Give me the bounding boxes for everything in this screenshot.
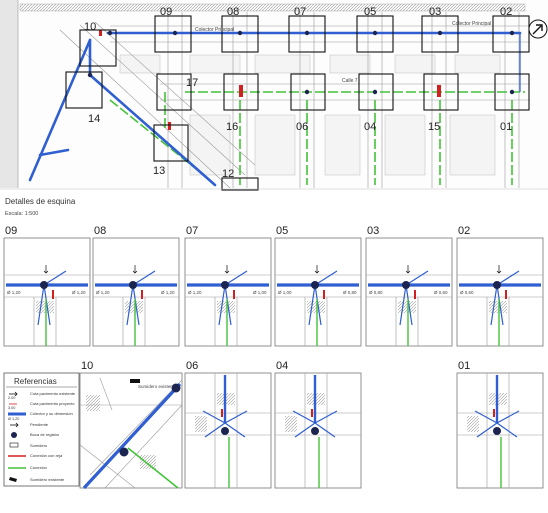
label-17: 17 bbox=[186, 77, 198, 89]
legend-item-5: Boca de registro bbox=[30, 432, 60, 437]
detail-07: 07 Ø 1,20 Ø 1,00 bbox=[184, 225, 272, 347]
detail-row-1: 09 Ø 1,20 Ø 1,20 08 Ø 1,20 Ø 1,20 07 Ø 1,20 Ø 1,… bbox=[3, 225, 544, 347]
label-14: 14 bbox=[88, 113, 100, 125]
legend: Referencias 2.00 3.00 Ø 1,20 Cota pavime… bbox=[3, 372, 80, 487]
detail-05: 05 Ø 1,00 Ø 0,80 bbox=[274, 225, 362, 347]
detail-07-diameter-left: Ø 1,20 bbox=[188, 290, 202, 295]
legend-manhole-icon bbox=[11, 432, 17, 438]
legend-existing-drain-icon bbox=[9, 477, 17, 482]
detail-09-diameter-right: Ø 1,20 bbox=[72, 290, 86, 295]
label-02: 02 bbox=[500, 6, 512, 18]
label-08: 08 bbox=[227, 6, 239, 18]
callout-14 bbox=[65, 71, 103, 109]
label-04: 04 bbox=[364, 121, 376, 133]
detail-09-label: 09 bbox=[5, 225, 17, 237]
label-16: 16 bbox=[226, 121, 238, 133]
detail-03: 03 Ø 0,80 Ø 0,60 bbox=[365, 225, 453, 347]
legend-sample-2: 3.00 bbox=[8, 406, 15, 410]
legend-project-level-icon: 3.00 bbox=[8, 403, 17, 410]
label-09: 09 bbox=[160, 6, 172, 18]
label-05: 05 bbox=[364, 6, 376, 18]
detail-07-diameter-right: Ø 1,00 bbox=[253, 290, 267, 295]
street-mid: Calle 7 bbox=[342, 78, 358, 84]
detail-06-label: 06 bbox=[186, 360, 198, 372]
callout-04 bbox=[358, 73, 394, 111]
detail-08-diameter-left: Ø 1,20 bbox=[96, 290, 110, 295]
label-10: 10 bbox=[84, 21, 96, 33]
label-06: 06 bbox=[296, 121, 308, 133]
legend-sample-3: Ø 1,20 bbox=[8, 417, 19, 421]
section-scale: Escala: 1:500 bbox=[5, 211, 38, 217]
callout-08 bbox=[221, 15, 259, 53]
detail-08-label: 08 bbox=[94, 225, 106, 237]
callout-07 bbox=[288, 15, 326, 53]
callout-17 bbox=[156, 73, 192, 111]
detail-03-diameter-left: Ø 0,80 bbox=[369, 290, 383, 295]
street-top-right: Colector Principal bbox=[452, 21, 491, 27]
detail-row-2: 06 04 01 bbox=[184, 360, 544, 489]
detail-05-diameter-left: Ø 1,00 bbox=[278, 290, 292, 295]
legend-collector-icon: Ø 1,20 bbox=[8, 412, 26, 421]
callout-06 bbox=[290, 73, 326, 111]
callout-03 bbox=[421, 15, 459, 53]
callout-13 bbox=[153, 124, 189, 162]
detail-03-diameter-right: Ø 0,60 bbox=[434, 290, 448, 295]
section-title: Detalles de esquina bbox=[5, 197, 76, 206]
detail-10-note: Sumidero existente bbox=[138, 384, 177, 389]
callout-02 bbox=[492, 15, 530, 53]
detail-05-diameter-right: Ø 0,80 bbox=[343, 290, 357, 295]
detail-06: 06 bbox=[184, 360, 272, 489]
legend-item-7: Conexión con reja bbox=[30, 453, 63, 458]
detail-04-label: 04 bbox=[276, 360, 288, 372]
legend-item-4: Pendiente bbox=[30, 422, 49, 427]
legend-item-1: Cota pavimento existente bbox=[30, 391, 76, 396]
detail-10-label: 10 bbox=[81, 360, 93, 372]
legend-item-9: Sumidero existente bbox=[30, 477, 65, 482]
label-15: 15 bbox=[428, 121, 440, 133]
callout-12 bbox=[221, 177, 259, 191]
detail-01: 01 bbox=[456, 360, 544, 489]
label-07: 07 bbox=[294, 6, 306, 18]
detail-09: 09 Ø 1,20 Ø 1,20 bbox=[3, 225, 91, 347]
detail-09-diameter-left: Ø 1,20 bbox=[7, 290, 21, 295]
label-01: 01 bbox=[500, 121, 512, 133]
callout-05 bbox=[356, 15, 394, 53]
street-top-left: Colector Principal bbox=[195, 27, 234, 33]
legend-item-2: Cota pavimento proyecto bbox=[30, 401, 75, 406]
legend-existing-level-icon: 2.00 bbox=[8, 391, 18, 400]
legend-item-8: Conexión bbox=[30, 465, 47, 470]
label-03: 03 bbox=[429, 6, 441, 18]
detail-04: 04 bbox=[274, 360, 362, 489]
legend-item-6: Sumidero bbox=[30, 443, 48, 448]
legend-title: Referencias bbox=[14, 377, 57, 386]
callout-09 bbox=[154, 15, 192, 53]
detail-08-diameter-right: Ø 1,20 bbox=[161, 290, 175, 295]
legend-item-3: Colector y su dimensión bbox=[30, 411, 73, 416]
legend-sample-1: 2.00 bbox=[8, 396, 15, 400]
detail-10: 10 Sumidero existente bbox=[79, 360, 183, 490]
overview-plan: 10 09 08 07 05 03 02 17 14 16 06 04 15 0… bbox=[0, 0, 548, 191]
existing-drain-icon bbox=[130, 379, 140, 383]
label-12: 12 bbox=[222, 168, 234, 180]
detail-02-diameter-left: Ø 0,60 bbox=[460, 290, 474, 295]
detail-08: 08 Ø 1,20 Ø 1,20 bbox=[92, 225, 180, 347]
detail-01-label: 01 bbox=[458, 360, 470, 372]
detail-02-label: 02 bbox=[458, 225, 470, 237]
callout-01 bbox=[494, 73, 530, 111]
detail-02: 02 Ø 0,60 bbox=[456, 225, 544, 347]
callout-10 bbox=[79, 29, 117, 67]
label-13: 13 bbox=[153, 165, 165, 177]
north-arrow-icon bbox=[528, 19, 548, 39]
detail-05-label: 05 bbox=[276, 225, 288, 237]
detail-07-label: 07 bbox=[186, 225, 198, 237]
callout-15 bbox=[423, 73, 459, 111]
callout-16 bbox=[223, 73, 259, 111]
legend-slope-icon bbox=[10, 422, 19, 428]
legend-drain-icon bbox=[9, 442, 19, 448]
detail-03-label: 03 bbox=[367, 225, 379, 237]
